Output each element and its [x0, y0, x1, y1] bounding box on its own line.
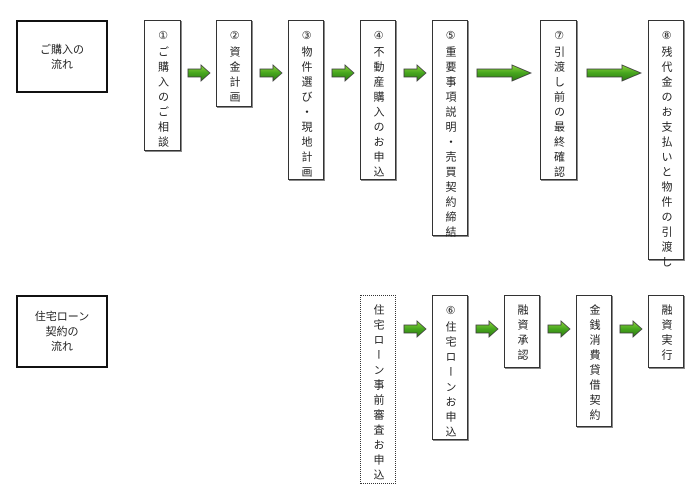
- loan-title-line-3: 流れ: [50, 340, 73, 353]
- purchase-step-7: ⑦引渡し前の最終確認: [540, 20, 577, 181]
- right-arrow-icon: [403, 64, 427, 82]
- loan-step-execution-label: 融資実行: [660, 304, 673, 364]
- purchase-step-1-label: ①ご購入のご相談: [156, 29, 170, 151]
- purchase-title-line-2: 流れ: [51, 57, 73, 71]
- loan-title-line-2: 契約の: [45, 325, 79, 338]
- loan-step-6: ⑥住宅ローンお申込: [432, 295, 468, 441]
- loan-step-6-label: ⑥住宅ローンお申込: [444, 304, 457, 441]
- purchase-step-8: ⑧残代金のお支払いと物件の引渡し: [648, 20, 684, 271]
- purchase-step-5: ⑤重要事項説明・売買契約締結: [432, 20, 468, 241]
- loan-step-pre-screening: 住宅ローン事前審査お申込: [360, 295, 396, 484]
- loan-step-contract-label: 金銭消費貸借契約: [588, 304, 601, 424]
- right-arrow-icon: [586, 64, 642, 82]
- purchase-step-5-label: ⑤重要事項説明・売買契約締結: [444, 29, 457, 241]
- right-arrow-icon: [476, 64, 532, 82]
- right-arrow-icon: [259, 64, 283, 82]
- purchase-step-4: ④不動産購入のお申込: [360, 20, 396, 181]
- right-arrow-icon: [475, 320, 499, 338]
- loan-title-line-1: 住宅ローン: [34, 310, 90, 323]
- purchase-step-7-label: ⑦引渡し前の最終確認: [552, 29, 566, 181]
- purchase-step-4-label: ④不動産購入のお申込: [372, 29, 385, 181]
- purchase-step-3-label: ③物件選び・現地計画: [300, 29, 313, 181]
- loan-step-contract: 金銭消費貸借契約: [576, 295, 612, 427]
- right-arrow-icon: [187, 64, 211, 82]
- purchase-step-3: ③物件選び・現地計画: [288, 20, 324, 181]
- loan-step-approval-label: 融資承認: [516, 304, 529, 364]
- purchase-step-2-label: ②資金計画: [228, 29, 241, 106]
- loan-step-approval: 融資承認: [504, 295, 540, 368]
- right-arrow-icon: [403, 320, 427, 338]
- purchase-step-1: ①ご購入のご相談: [144, 20, 181, 151]
- purchase-title-line-1: ご購入の: [40, 42, 84, 56]
- loan-step-pre-screening-label: 住宅ローン事前審査お申込: [372, 304, 385, 484]
- loan-step-execution: 融資実行: [648, 295, 684, 368]
- right-arrow-icon: [331, 64, 355, 82]
- right-arrow-icon: [619, 320, 643, 338]
- loan-flow-title: 住宅ローン 契約の 流れ: [16, 295, 108, 368]
- purchase-step-8-label: ⑧残代金のお支払いと物件の引渡し: [660, 29, 673, 271]
- purchase-step-2: ②資金計画: [216, 20, 252, 107]
- right-arrow-icon: [547, 320, 571, 338]
- purchase-flow-title: ご購入の 流れ: [16, 20, 108, 93]
